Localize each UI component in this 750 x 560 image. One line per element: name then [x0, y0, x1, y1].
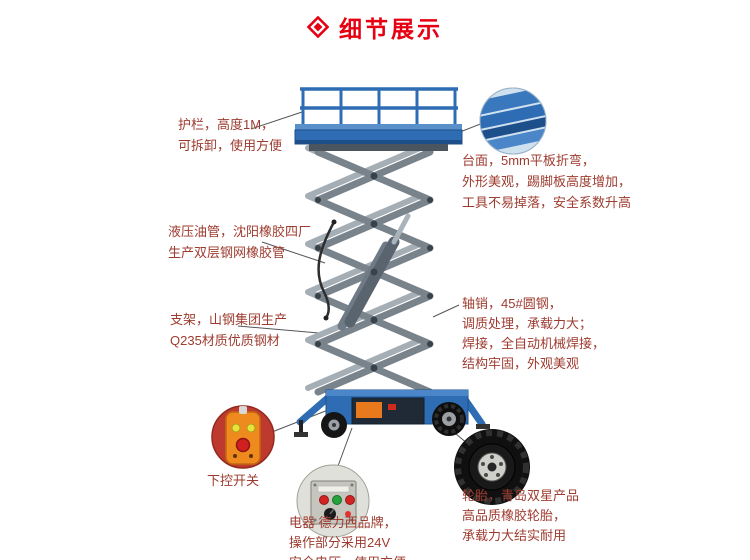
note-line: 护栏，高度1M， — [178, 117, 275, 132]
note-line: 工具不易掉落，安全系数升高 — [462, 195, 632, 210]
hydraulic-cylinder — [337, 213, 411, 331]
remote-control-callout — [211, 405, 275, 469]
note-tire: 轮胎，青岛双星产品 高品质橡胶轮胎， 承载力大结实耐用 — [462, 486, 579, 546]
control-panel-callout — [296, 464, 370, 538]
note-line: 焊接，全自动机械焊接， — [462, 336, 606, 351]
note-line: 操作部分采用24V — [289, 535, 391, 550]
note-line: 下控开关 — [207, 473, 260, 488]
note-line: 液压油管，沈阳橡胶四厂 — [168, 224, 312, 239]
note-line: 电器 德力西品牌， — [289, 515, 397, 530]
note-line: 生产双层钢网橡胶管 — [168, 245, 286, 260]
note-line: 台面，5mm平板折弯， — [462, 153, 595, 168]
note-line: 高品质橡胶轮胎， — [462, 508, 567, 523]
page-title: 细节展示 — [0, 10, 750, 44]
note-line: 可拆卸，使用方便 — [178, 138, 283, 153]
note-line: 结构牢固，外观美观 — [462, 356, 580, 371]
axle-pins — [315, 172, 433, 372]
note-line: Q235材质优质钢材 — [170, 333, 280, 348]
note-bracket: 支架，山钢集团生产 Q235材质优质钢材 — [170, 309, 287, 351]
note-line: 调质处理，承载力大； — [462, 316, 593, 331]
platform-detail-callout — [479, 87, 547, 155]
note-platform: 台面，5mm平板折弯， 外形美观，踢脚板高度增加， 工具不易掉落，安全系数升高 — [462, 150, 631, 213]
note-guardrail: 护栏，高度1M， 可拆卸，使用方便 — [178, 114, 282, 156]
note-line: 安全电压，使用方便 — [289, 553, 406, 560]
page-title-text: 细节展示 — [339, 16, 443, 42]
label-remote-switch: 下控开关 — [207, 470, 259, 491]
diamond-icon — [307, 16, 329, 38]
platform — [294, 87, 463, 151]
wheels — [321, 402, 466, 438]
note-axle-weld: 轴销，45#圆钢， 调质处理，承载力大； 焊接，全自动机械焊接， 结构牢固，外观… — [462, 294, 605, 374]
hydraulic-hose — [317, 219, 337, 321]
note-line: 承载力大结实耐用 — [462, 528, 567, 543]
note-hydraulic-hose: 液压油管，沈阳橡胶四厂 生产双层钢网橡胶管 — [168, 221, 311, 263]
tire-callout — [454, 429, 530, 505]
note-electrics: 电器 德力西品牌， 操作部分采用24V 安全电压，使用方便 — [289, 513, 406, 560]
note-line: 轴销，45#圆钢， — [462, 296, 562, 311]
note-line: 外形美观，踢脚板高度增加， — [462, 174, 632, 189]
note-line: 轮胎，青岛双星产品 — [462, 488, 580, 503]
note-line: 支架，山钢集团生产 — [170, 312, 288, 327]
